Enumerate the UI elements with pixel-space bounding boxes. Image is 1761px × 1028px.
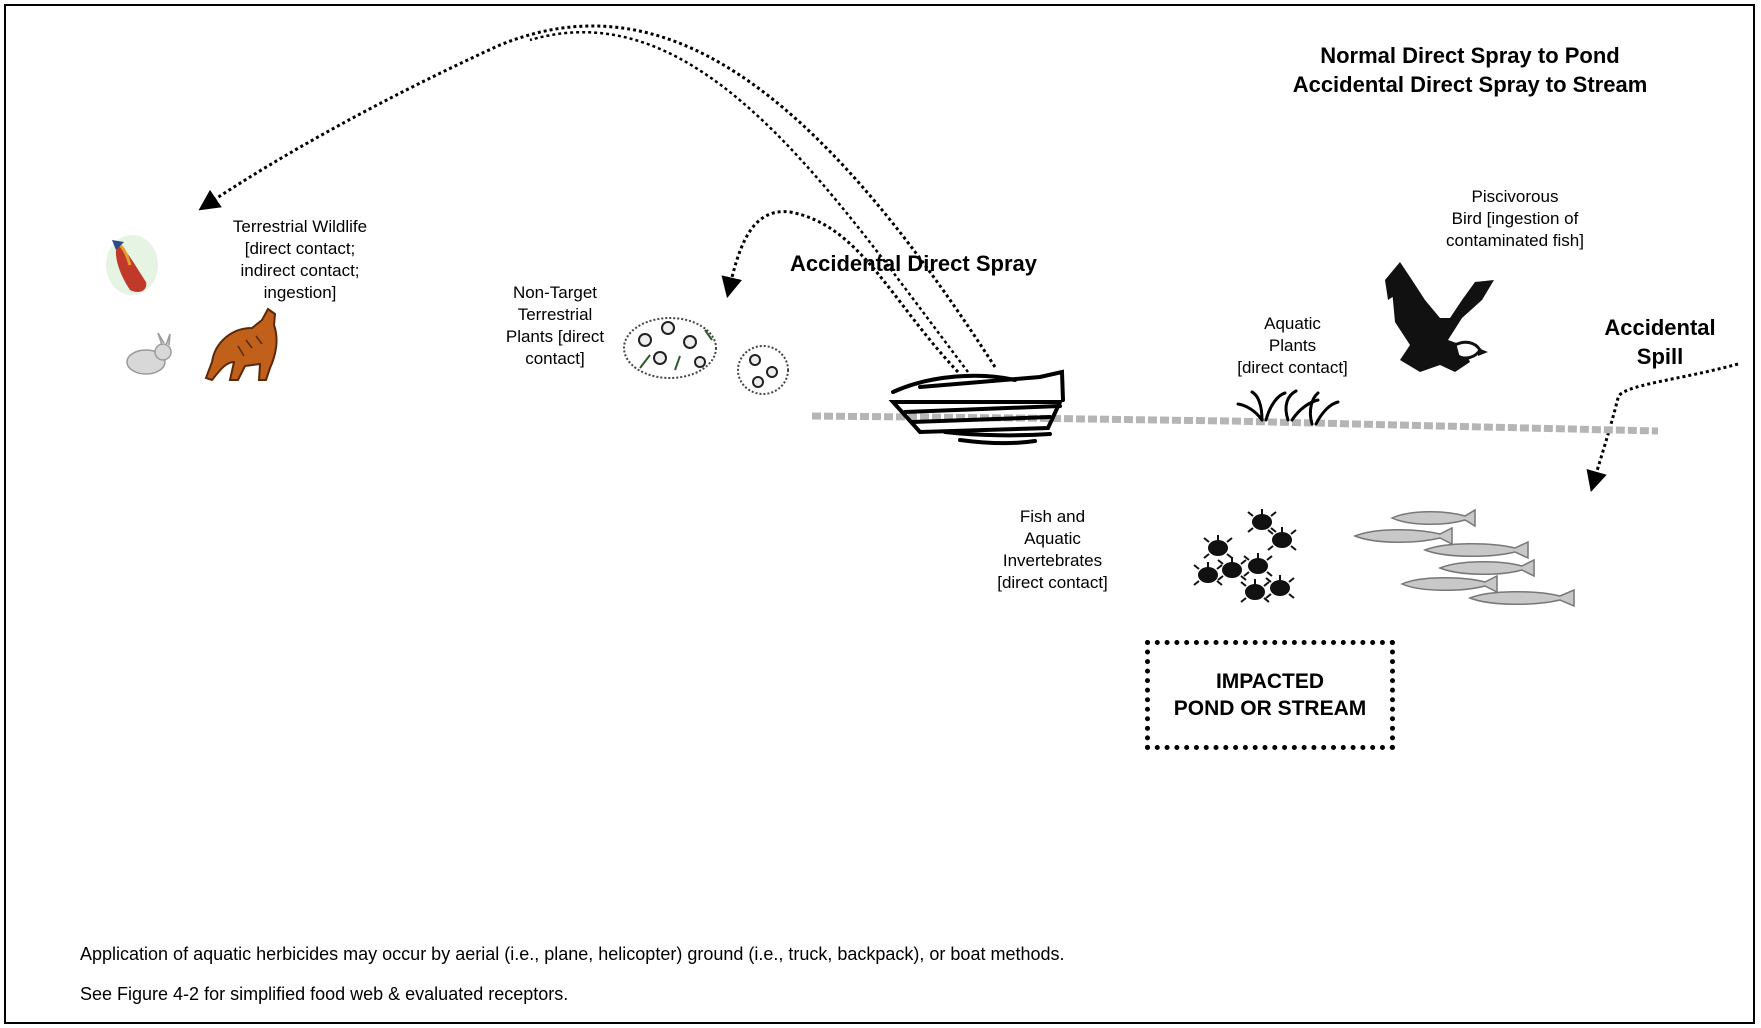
impacted-pond-or-stream-box: IMPACTED POND OR STREAM <box>1145 640 1395 750</box>
piscivorous-bird-label: Piscivorous Bird [ingestion of contamina… <box>1420 186 1610 252</box>
fox-icon <box>204 307 278 382</box>
non-target-plants-line-3: Plants [direct <box>505 327 605 347</box>
piscivorous-bird-line-3: contaminated fish] <box>1446 231 1584 251</box>
water-surface-line <box>811 412 1659 435</box>
title-line-2: Accidental Direct Spray to Stream <box>1292 71 1648 97</box>
aquatic-plants-line-3: [direct contact] <box>1237 358 1348 378</box>
application-note: Application of aquatic herbicides may oc… <box>80 944 1065 964</box>
non-target-plants-line-4: contact] <box>525 349 585 369</box>
piscivorous-bird-line-2: Bird [ingestion of <box>1451 209 1579 229</box>
diagram-title: Normal Direct Spray to Pond Accidental D… <box>1260 42 1680 99</box>
accidental-direct-spray-label: Accidental Direct Spray <box>790 251 1037 276</box>
impacted-line-1: IMPACTED <box>1215 669 1325 693</box>
aquatic-plants-line-1: Aquatic <box>1264 314 1321 333</box>
fish-invertebrates-line-2: Aquatic <box>1024 529 1081 549</box>
flower-shrub-icon <box>623 317 789 395</box>
fish-icon <box>1352 508 1575 608</box>
terrestrial-wildlife-line-2: [direct contact; <box>244 239 356 259</box>
fish-invertebrates-line-4: [direct contact] <box>997 573 1108 593</box>
spray-arc-to-plants <box>721 210 960 374</box>
terrestrial-wildlife-line-3: indirect contact; <box>240 261 360 281</box>
accidental-spill-line-2: Spill <box>1636 343 1684 369</box>
non-target-plants-label: Non-Target Terrestrial Plants [direct co… <box>490 282 620 370</box>
aquatic-plants-line-2: Plants <box>1268 336 1317 356</box>
terrestrial-wildlife-line-4: ingestion] <box>263 283 337 303</box>
aquatic-plant-icon <box>1236 389 1340 426</box>
rabbit-icon <box>126 332 172 375</box>
title-line-1: Normal Direct Spray to Pond <box>1320 43 1620 68</box>
figure-frame <box>4 4 1755 1024</box>
non-target-plants-line-1: Non-Target <box>512 283 598 302</box>
spill-arrow <box>1586 362 1739 493</box>
food-web-reference-note: See Figure 4-2 for simplified food web &… <box>80 984 569 1004</box>
terrestrial-wildlife-label: Terrestrial Wildlife [direct contact; in… <box>205 216 395 304</box>
terrestrial-wildlife-line-1: Terrestrial Wildlife <box>232 217 368 236</box>
spray-arc-to-wildlife <box>198 24 997 368</box>
spray-arc-secondary <box>529 31 969 373</box>
impacted-line-2: POND OR STREAM <box>1173 697 1367 720</box>
non-target-plants-line-2: Terrestrial <box>517 305 593 325</box>
accidental-spill-label: Accidental Spill <box>1580 314 1740 371</box>
eagle-icon <box>1385 262 1494 372</box>
boat-icon <box>888 369 1065 446</box>
fish-invertebrates-line-1: Fish and <box>1019 507 1086 526</box>
fish-invertebrates-line-3: Invertebrates <box>1002 551 1103 571</box>
aquatic-plants-label: Aquatic Plants [direct contact] <box>1225 313 1360 379</box>
bird-icon <box>106 235 158 295</box>
piscivorous-bird-line-1: Piscivorous <box>1471 187 1559 206</box>
fish-invertebrates-label: Fish and Aquatic Invertebrates [direct c… <box>985 506 1120 594</box>
invertebrate-icon <box>1193 509 1297 603</box>
accidental-spill-line-1: Accidental <box>1604 315 1716 340</box>
